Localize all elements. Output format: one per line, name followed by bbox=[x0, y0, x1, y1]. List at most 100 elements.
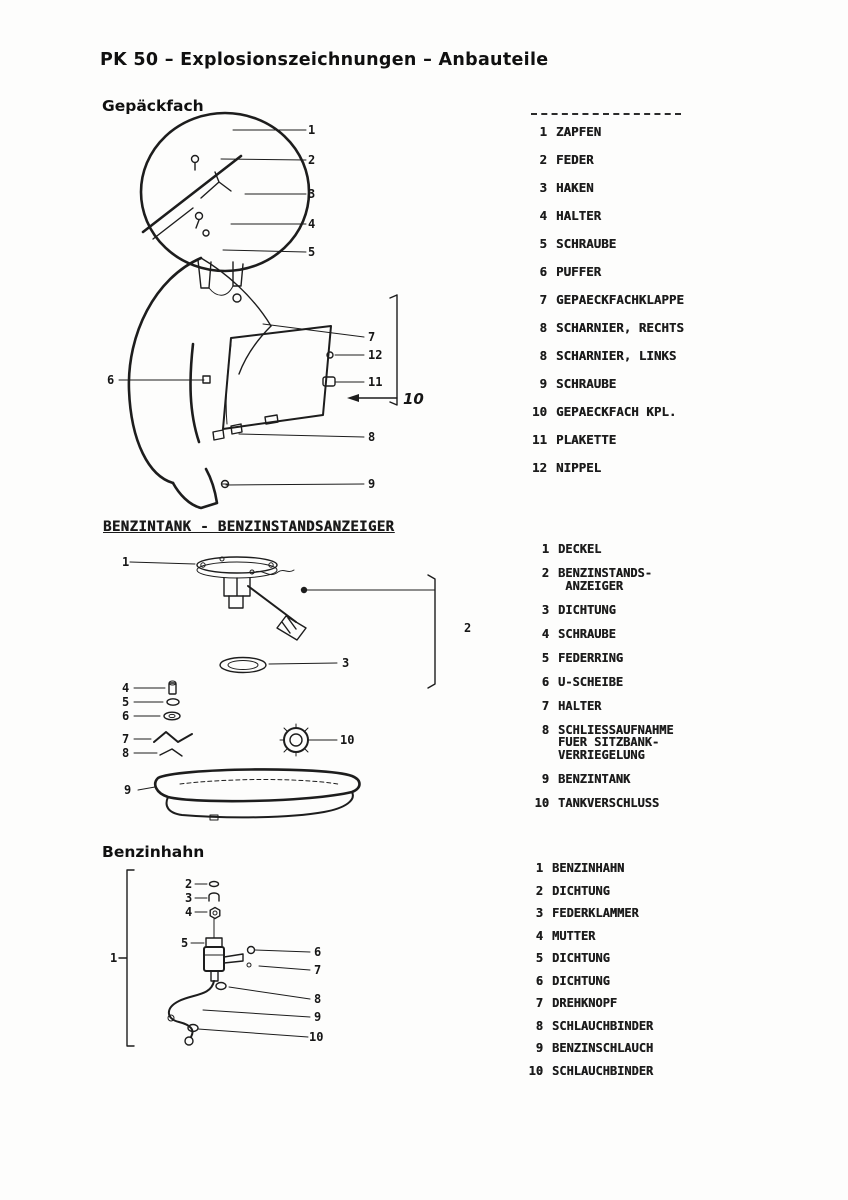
callout-number: 9 bbox=[368, 477, 375, 491]
callout-number: 5 bbox=[122, 695, 129, 709]
part-name: DICHTUNG bbox=[552, 883, 610, 898]
callout-number: 10 bbox=[403, 390, 424, 408]
fuel-tap-body bbox=[203, 937, 256, 982]
callout-number: 1 bbox=[308, 123, 315, 137]
part-number: 7 bbox=[541, 698, 549, 713]
part-name: SCHLIESSAUFNAHME FUER SITZBANK- VERRIEGE… bbox=[558, 722, 674, 762]
part-number: 9 bbox=[535, 1041, 543, 1055]
part-name: SCHLAUCHBINDER bbox=[552, 1018, 654, 1033]
part-name: NIPPEL bbox=[556, 460, 602, 475]
callout-number: 4 bbox=[185, 905, 192, 919]
section-heading-benzinhahn: Benzinhahn bbox=[102, 843, 205, 861]
callout-number: 4 bbox=[308, 217, 315, 231]
part-row: 4 SCHRAUBE bbox=[532, 626, 712, 641]
part-number: 8 bbox=[535, 1018, 543, 1033]
part-number: 9 bbox=[541, 771, 549, 786]
callout-number: 2 bbox=[308, 153, 315, 167]
part-name: SCHLAUCHBINDER bbox=[552, 1063, 654, 1078]
part-number: 3 bbox=[541, 602, 549, 617]
glovebox-door bbox=[212, 325, 336, 441]
part-number: 2 bbox=[539, 152, 547, 167]
callout-number: 1 bbox=[110, 951, 117, 965]
part-number: 10 bbox=[528, 1063, 543, 1078]
buffer-part bbox=[202, 375, 211, 384]
part-row: 9 BENZINSCHLAUCH bbox=[526, 1042, 706, 1055]
part-number: 1 bbox=[539, 124, 547, 139]
part-number: 7 bbox=[535, 996, 543, 1010]
part-number: 1 bbox=[541, 542, 549, 556]
part-number: 10 bbox=[534, 795, 549, 810]
part-number: 5 bbox=[541, 650, 549, 665]
callout-number: 7 bbox=[368, 330, 375, 344]
benzinhahn-exploded-diagram: 1 2 3 4 5 6 7 8 9 10 bbox=[110, 869, 323, 1047]
part-name: MUTTER bbox=[552, 928, 596, 943]
part-name: BENZINSCHLAUCH bbox=[552, 1041, 654, 1055]
part-row: 2 FEDER bbox=[530, 153, 710, 166]
callout-number: 6 bbox=[314, 945, 321, 959]
assembly-brace bbox=[118, 869, 135, 1047]
callout-number: 3 bbox=[308, 187, 315, 201]
callout-number: 2 bbox=[185, 877, 192, 891]
part-number: 6 bbox=[535, 973, 543, 988]
part-number: 5 bbox=[535, 951, 543, 965]
part-name: BENZINSTANDS- ANZEIGER bbox=[558, 566, 652, 593]
callout-number: 1 bbox=[122, 555, 129, 569]
small-parts bbox=[208, 880, 221, 939]
part-name: FEDERKLAMMER bbox=[552, 906, 639, 920]
float bbox=[276, 615, 307, 641]
part-number: 8 bbox=[541, 722, 549, 737]
callout-number: 3 bbox=[342, 656, 349, 670]
part-number: 2 bbox=[541, 566, 549, 580]
part-name: U-SCHEIBE bbox=[558, 674, 624, 689]
part-name: SCHRAUBE bbox=[556, 236, 617, 251]
part-number: 2 bbox=[535, 883, 543, 898]
callout-number: 6 bbox=[122, 709, 129, 723]
gasket-ring bbox=[219, 656, 267, 674]
callout-number: 5 bbox=[308, 245, 315, 259]
part-number: 9 bbox=[539, 376, 547, 391]
part-number: 7 bbox=[539, 292, 547, 307]
section-heading-gepaeckfach: Gepäckfach bbox=[102, 97, 204, 115]
part-number: 4 bbox=[535, 928, 543, 943]
callout-number: 11 bbox=[368, 375, 382, 389]
part-number: 8 bbox=[539, 348, 547, 363]
section-heading-benzintank: BENZINTANK - BENZINSTANDSANZEIGER bbox=[103, 519, 395, 535]
nipple-part bbox=[326, 351, 334, 359]
fuel-hose bbox=[167, 980, 227, 1046]
fuel-gauge-sender bbox=[196, 556, 307, 641]
magnifier-circle bbox=[139, 111, 311, 273]
part-name: SCHRAUBE bbox=[558, 626, 616, 641]
callout-number: 4 bbox=[122, 681, 129, 695]
part-row: 10 SCHLAUCHBINDER bbox=[526, 1063, 706, 1078]
part-name: FEDER bbox=[556, 152, 594, 167]
badge-part bbox=[322, 376, 336, 387]
part-number: 11 bbox=[531, 432, 547, 447]
part-name: PUFFER bbox=[556, 264, 602, 279]
callout-number: 8 bbox=[122, 746, 129, 760]
part-number: 4 bbox=[541, 626, 549, 641]
part-name: DECKEL bbox=[558, 542, 602, 556]
part-name: SCHRAUBE bbox=[556, 376, 617, 391]
part-name: SCHARNIER, RECHTS bbox=[556, 320, 684, 335]
callout-number: 10 bbox=[309, 1030, 323, 1044]
part-name: DICHTUNG bbox=[558, 602, 616, 617]
gepaeckfach-exploded-diagram: 1 2 3 4 5 6 7 12 11 8 9 10 bbox=[107, 111, 424, 510]
fastener-parts bbox=[153, 680, 193, 757]
part-row: 2 DICHTUNG bbox=[526, 883, 706, 898]
